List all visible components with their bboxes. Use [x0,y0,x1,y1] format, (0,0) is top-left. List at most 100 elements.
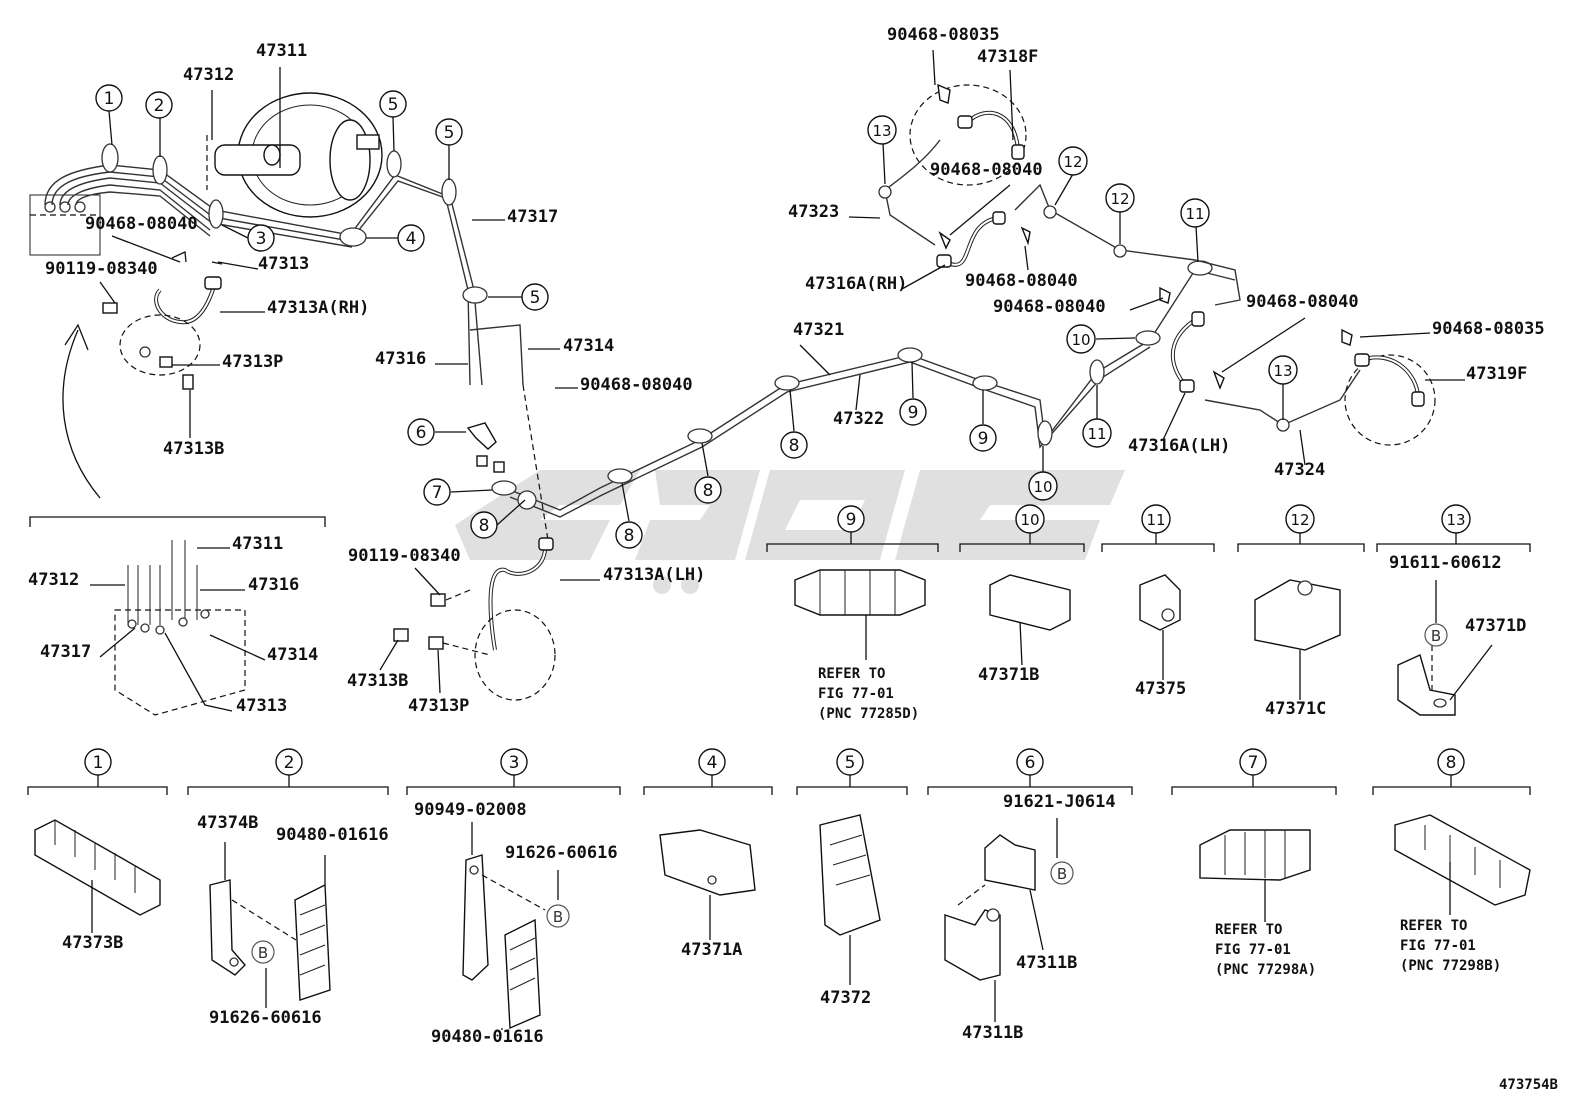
part-number-label: 90468-08035 [887,25,1000,45]
index-bubble: 6 [407,418,435,446]
index-bubble: 8 [1437,748,1465,776]
part-number-label: 47316 [375,349,426,369]
group-bracket [643,786,773,795]
reference-note-line: FIG 77-01 [1215,942,1291,958]
index-bubble-label: 2 [284,753,295,773]
part-number-label: 47313A(RH) [267,298,369,318]
part-number-label: 47371C [1265,699,1326,719]
index-bubble-label: 9 [908,403,919,423]
index-bubble: 11 [1180,198,1210,228]
index-bubble: 10 [1028,471,1058,501]
index-bubble: 3 [500,748,528,776]
part-number-label: 90468-08040 [993,297,1106,317]
clamp-parts-row2 [34,814,1531,1030]
part-number-label: 90468-08040 [580,375,693,395]
part-number-label: 47321 [793,320,844,340]
part-number-label: 91626-60616 [209,1008,322,1028]
reference-note-line: (PNC 77298B) [1400,958,1501,974]
index-bubble: 1 [84,748,112,776]
index-bubble: 11 [1082,418,1112,448]
part-number-label: 47371B [978,665,1039,685]
index-bubble: 1 [95,84,123,112]
group-bracket [1237,543,1365,552]
group-bracket [27,786,168,795]
part-number-label: 47323 [788,202,839,222]
index-bubble-label: 11 [1087,425,1106,443]
index-bubble: 9 [969,424,997,452]
index-bubble: 8 [694,476,722,504]
index-bubble-label: 8 [624,526,635,546]
reference-note-line: (PNC 77298A) [1215,962,1316,978]
index-bubble-label: 9 [978,429,989,449]
index-bubble-label: 10 [1020,511,1039,529]
index-bubble-label: 4 [707,753,718,773]
reference-note: REFER TO FIG 77-01 (PNC 77298A) [1215,922,1316,978]
index-bubble-label: 4 [406,229,417,249]
b-mark-label: B [258,944,268,962]
index-bubble: 9 [899,398,927,426]
part-number-label: 91621-J0614 [1003,792,1116,812]
part-number-label: 47319F [1466,364,1527,384]
index-bubble-label: 8 [789,436,800,456]
group-bracket [796,786,908,795]
index-bubble-label: 2 [154,96,165,116]
part-number-label: 90468-08040 [930,160,1043,180]
index-bubble-label: 10 [1033,478,1052,496]
index-bubble: 10 [1066,324,1096,354]
part-number-label: 47311 [232,534,283,554]
index-bubble: 4 [698,748,726,776]
index-bubble: 8 [470,511,498,539]
index-bubble: 8 [780,431,808,459]
reference-note-line: REFER TO [1215,922,1282,938]
index-bubble: 13 [867,115,897,145]
index-bubble-label: 8 [703,481,714,501]
index-bubble-label: 5 [845,753,856,773]
part-number-label: 47313 [236,696,287,716]
group-bracket [766,543,939,552]
b-mark-label: B [1431,627,1441,645]
index-bubble: 10 [1015,504,1045,534]
part-number-label: 47311B [962,1023,1023,1043]
part-number-label: 47317 [507,207,558,227]
reference-note-line: REFER TO [1400,918,1467,934]
reference-note: REFER TO FIG 77-01 (PNC 77298B) [1400,918,1501,974]
index-bubble: 13 [1268,355,1298,385]
index-bubble-label: 13 [1273,362,1292,380]
index-bubble: 3 [247,224,275,252]
b-mark: B [251,940,275,964]
index-bubble: 7 [423,478,451,506]
part-number-label: 47322 [833,409,884,429]
index-bubble-label: 11 [1185,205,1204,223]
part-number-label: 90468-08040 [1246,292,1359,312]
index-bubble: 7 [1239,748,1267,776]
group-bracket [1171,786,1337,795]
watermark-logo [455,470,1125,594]
index-bubble-label: 6 [1025,753,1036,773]
part-number-label: 90480-01616 [276,825,389,845]
part-number-label: 90119-08340 [45,259,158,279]
index-bubble-label: 3 [256,229,267,249]
index-bubble: 6 [1016,748,1044,776]
index-bubble-label: 5 [530,288,541,308]
part-number-callouts: 473114731290468-080404731390119-08340473… [28,25,1545,1047]
index-bubble: 11 [1141,504,1171,534]
brake-tube-bundle-front [44,143,524,390]
part-number-label: 47313P [408,696,469,716]
index-bubble-label: 12 [1290,511,1309,529]
part-number-label: 47314 [563,336,614,356]
index-bubble-label: 11 [1146,511,1165,529]
index-bubble: 8 [615,521,643,549]
leader-lines [99,49,1465,694]
part-number-label: 47311 [256,41,307,61]
group-bracket [187,786,389,795]
figure-code: 473754B [1499,1077,1558,1093]
group-bracket [959,543,1085,552]
inset-detail [29,516,326,716]
index-bubble-label: 8 [1446,753,1457,773]
reference-note-line: FIG 77-01 [1400,938,1476,954]
